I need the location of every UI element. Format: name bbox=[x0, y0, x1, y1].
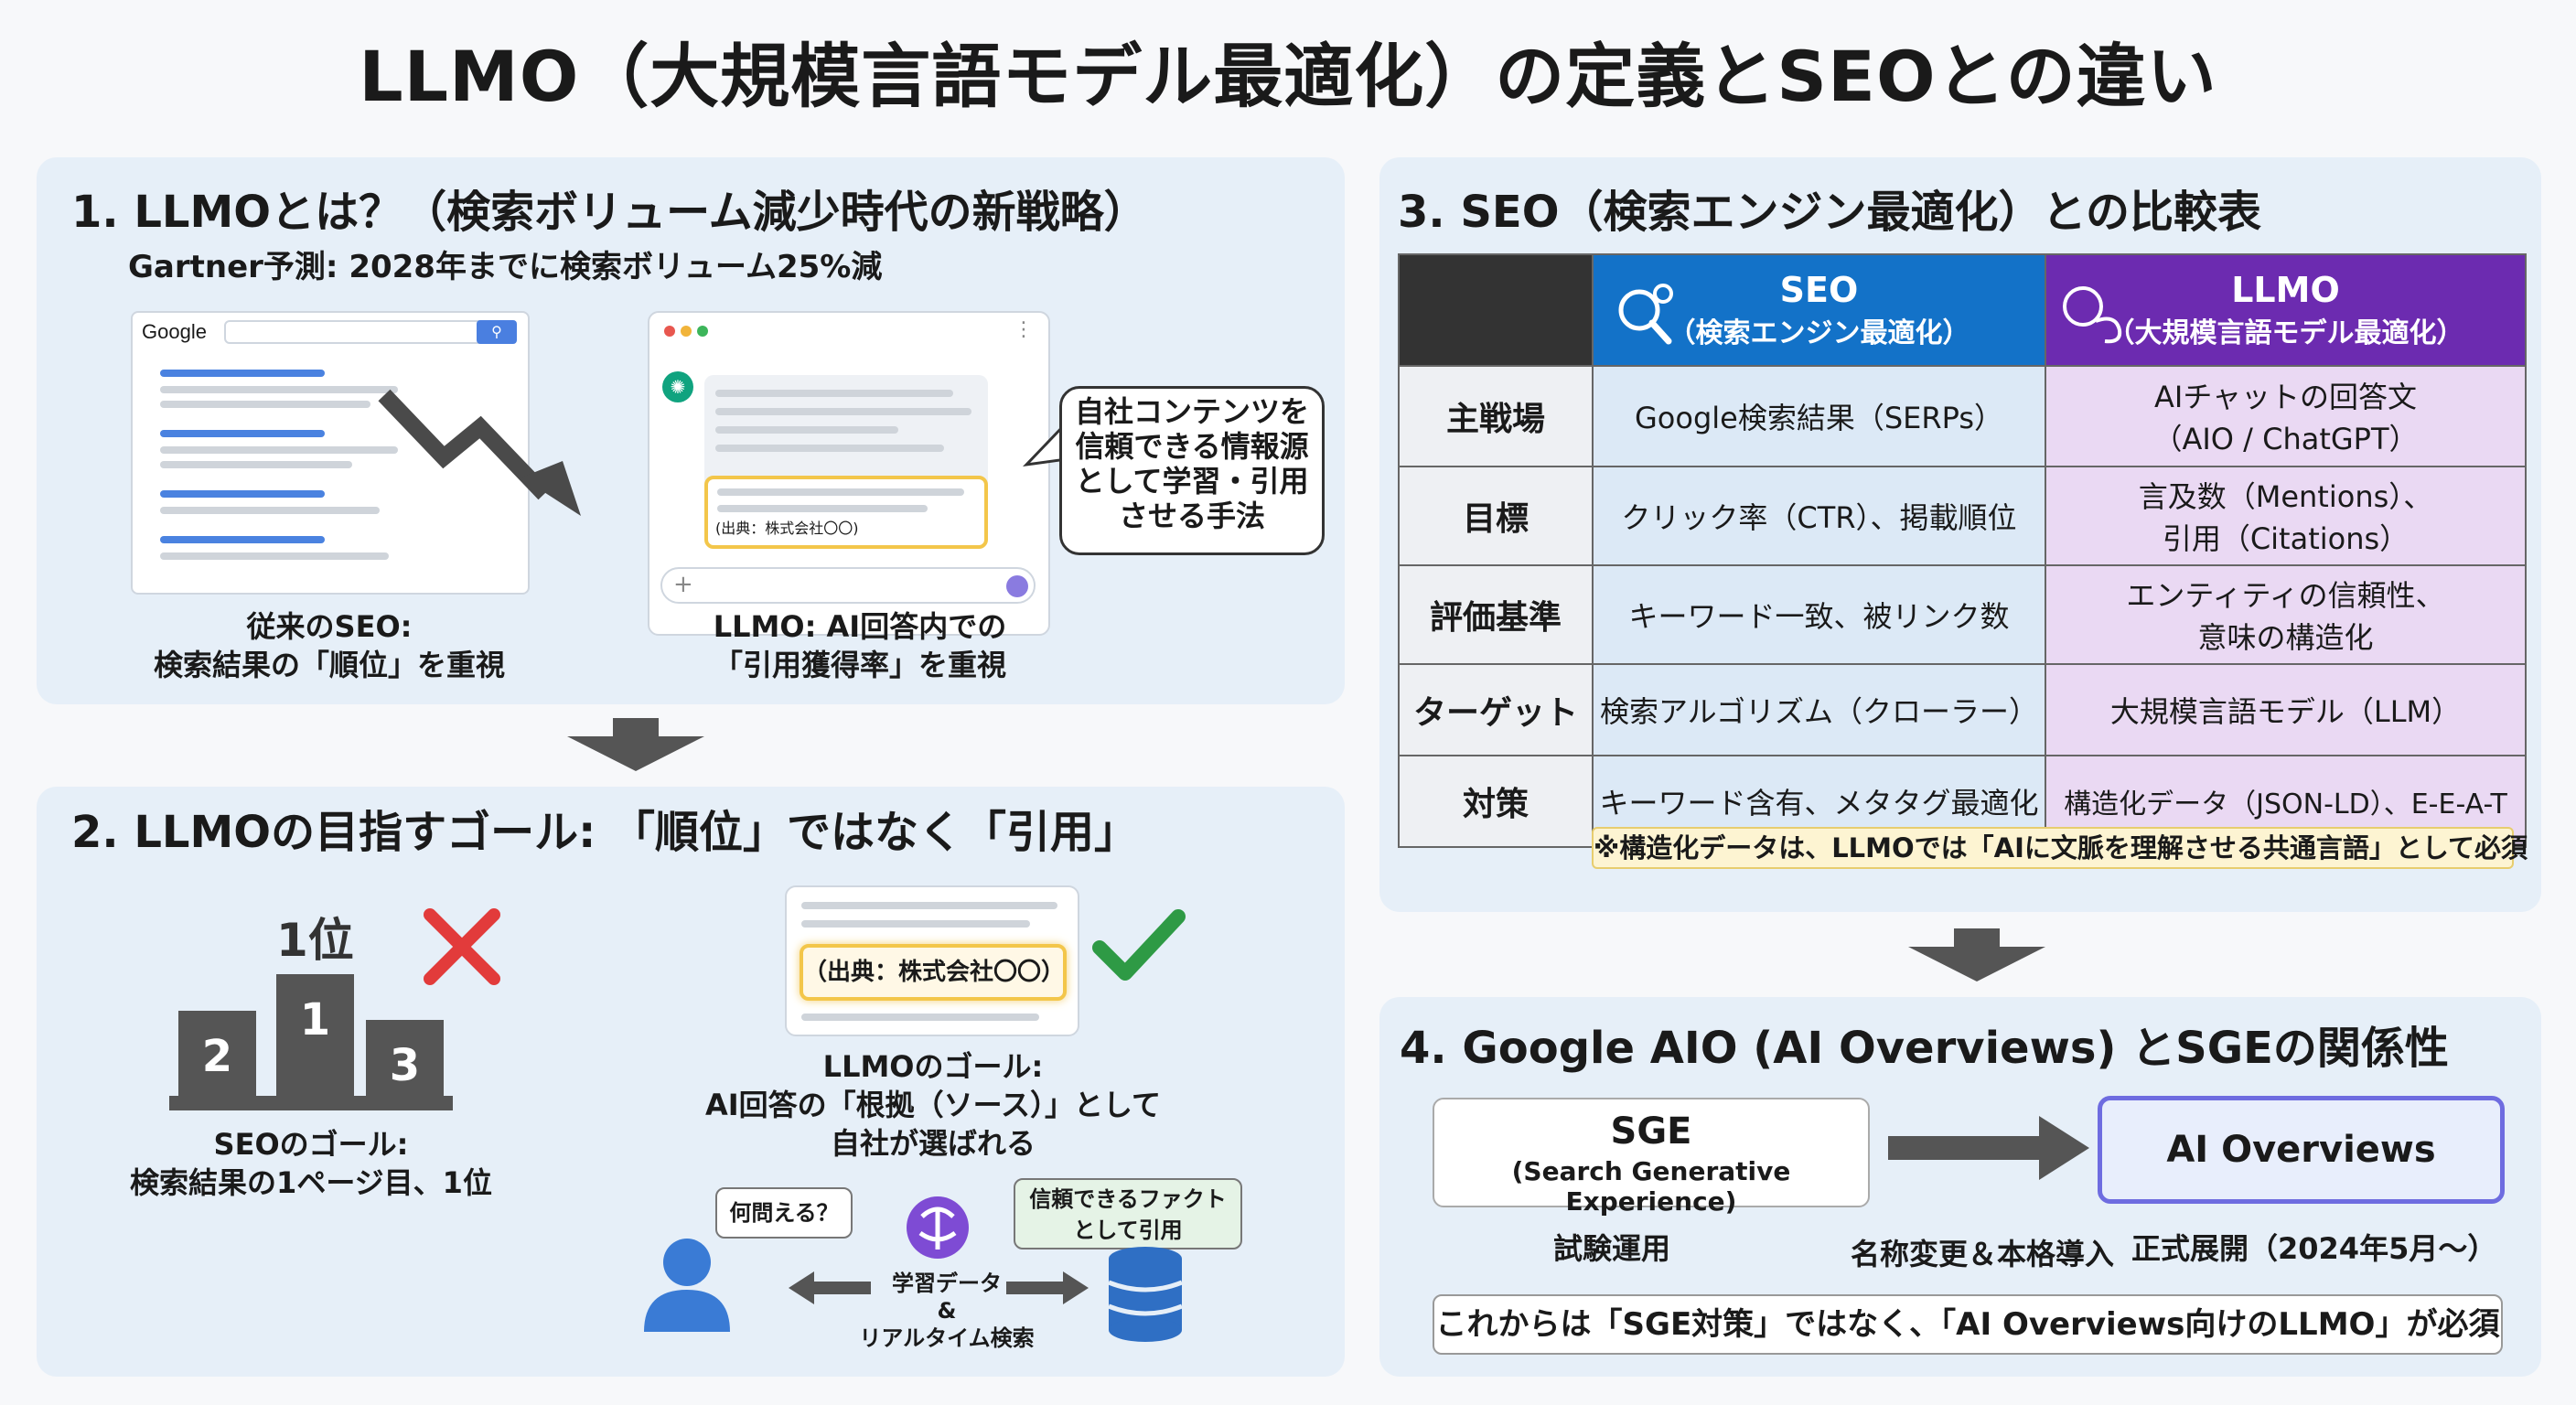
ai-chat-mock: ⋮ ✺ (出典：株式会社〇〇) + bbox=[648, 311, 1050, 636]
section2-heading: 2. LLMOの目指すゴール: 「順位」ではなく「引用」 bbox=[71, 807, 1138, 858]
user-icon bbox=[644, 1239, 730, 1332]
caption-seo-goal: SEOのゴール: 検索結果の1ページ目、1位 bbox=[130, 1127, 492, 1200]
search-icon: ⚲ bbox=[477, 320, 517, 344]
caption-traditional-seo: 従来のSEO: 検索結果の「順位」を重視 bbox=[153, 609, 505, 682]
citation-text: (出典：株式会社〇〇) bbox=[715, 520, 859, 537]
google-logo: Google bbox=[142, 320, 207, 343]
podium-first: 1 bbox=[276, 974, 354, 1102]
plus-icon: + bbox=[673, 571, 693, 598]
table-row: ターゲット 検索アルゴリズム（クローラー） 大規模言語モデル（LLM） bbox=[1398, 663, 2527, 756]
section4-heading: 4. Google AIO (AI Overviews) とSGEの関係性 bbox=[1400, 1023, 2449, 1074]
table-row: 主戦場 Google検索結果（SERPs） AIチャットの回答文（AIO / C… bbox=[1398, 365, 2527, 467]
citation-highlight: (出典：株式会社〇〇) bbox=[704, 476, 988, 549]
table-row: 対策 キーワード含有、メタタグ最適化 構造化データ（JSON-LD）、E-E-A… bbox=[1398, 755, 2527, 848]
chat-input: + bbox=[660, 567, 1036, 604]
sge-box: SGE (Search Generative Experience) bbox=[1433, 1098, 1870, 1217]
down-arrow-icon bbox=[1908, 928, 2045, 981]
right-arrow-icon bbox=[1006, 1271, 1089, 1304]
ai-brain-icon bbox=[907, 1196, 969, 1259]
fact-bubble: 信頼できるファクト として引用 bbox=[1014, 1178, 1242, 1249]
section-llmo-goal: 2. LLMOの目指すゴール: 「順位」ではなく「引用」 1位 2 1 3 SE… bbox=[37, 787, 1345, 1377]
podium-third: 3 bbox=[366, 1020, 444, 1102]
sge-label: 試験運用 bbox=[1553, 1231, 1671, 1266]
caption-llmo-goal: LLMOのゴール: AI回答の「根拠（ソース）」として 自社が選ばれる bbox=[704, 1049, 1162, 1161]
section-llmo-definition: 1. LLMOとは？（検索ボリューム減少時代の新戦略） Gartner予測: 2… bbox=[37, 157, 1345, 704]
chatgpt-logo-icon: ✺ bbox=[662, 371, 693, 402]
table-corner bbox=[1398, 253, 1594, 367]
section-comparison-table: 3. SEO（検索エンジン最適化）との比較表 SEO （検索エンジン最適化） bbox=[1379, 157, 2541, 912]
page-title: LLMO（大規模言語モデル最適化）の定義とSEOとの違い bbox=[359, 36, 2217, 117]
summary-banner: これからは「SGE対策」ではなく、「AI Overviews向けのLLMO」が必… bbox=[1433, 1294, 2503, 1355]
arrow-label: 名称変更＆本格導入 bbox=[1851, 1237, 2115, 1271]
cross-icon bbox=[424, 908, 500, 985]
ai-overviews-box: AI Overviews bbox=[2098, 1096, 2505, 1204]
down-trend-arrow-icon bbox=[378, 389, 581, 516]
structured-data-note: ※構造化データは、LLMOでは「AIに文脈を理解させる共通言語」として必須 bbox=[1592, 827, 2528, 869]
citation-highlight: （出典：株式会社〇〇） bbox=[800, 944, 1067, 1001]
podium-second: 2 bbox=[178, 1011, 256, 1102]
table-row: 評価基準 キーワード一致、被リンク数 エンティティの信頼性、意味の構造化 bbox=[1398, 564, 2527, 665]
google-search-bar: ⚲ bbox=[224, 320, 517, 344]
flow-label: 学習データ & リアルタイム検索 bbox=[859, 1271, 1035, 1351]
send-icon bbox=[1006, 575, 1028, 597]
header-llmo: LLMO （大規模言語モデル最適化） bbox=[2045, 253, 2527, 367]
database-icon bbox=[1108, 1247, 1183, 1342]
left-arrow-icon bbox=[789, 1271, 871, 1304]
section-aio-sge: 4. Google AIO (AI Overviews) とSGEの関係性 SG… bbox=[1379, 997, 2541, 1377]
ai-chat-icon bbox=[2063, 286, 2122, 344]
ai-answer-card: （出典：株式会社〇〇） bbox=[785, 885, 1079, 1036]
google-search-mock: Google ⚲ bbox=[131, 311, 530, 595]
right-arrow-icon bbox=[1888, 1116, 2089, 1180]
llmo-definition-bubble: 自社コンテンツを 信頼できる情報源 として学習・引用 させる手法 bbox=[1059, 386, 1325, 555]
question-bubble: 何問える？ bbox=[715, 1187, 853, 1239]
podium-base bbox=[169, 1096, 453, 1110]
check-icon bbox=[1092, 909, 1186, 981]
comparison-table: SEO （検索エンジン最適化） LLMO （大規模言語モデル最適化） 主戦場 G… bbox=[1398, 253, 2527, 848]
section1-subheading: Gartner予測: 2028年までに検索ボリューム25%減 bbox=[128, 249, 883, 285]
aio-label: 正式展開（2024年5月〜） bbox=[2131, 1231, 2497, 1266]
seo-gear-icon bbox=[1618, 284, 1673, 345]
table-row: 目標 クリック率（CTR）、掲載順位 言及数（Mentions）、引用（Cita… bbox=[1398, 466, 2527, 566]
caption-llmo: LLMO: AI回答内での 「引用獲得率」を重視 bbox=[713, 609, 1007, 682]
rank-label: 1位 bbox=[276, 914, 354, 967]
down-arrow-icon bbox=[567, 718, 704, 771]
section1-heading: 1. LLMOとは？（検索ボリューム減少時代の新戦略） bbox=[71, 187, 1148, 238]
section3-heading: 3. SEO（検索エンジン最適化）との比較表 bbox=[1398, 187, 2262, 238]
header-seo: SEO （検索エンジン最適化） bbox=[1592, 253, 2046, 367]
